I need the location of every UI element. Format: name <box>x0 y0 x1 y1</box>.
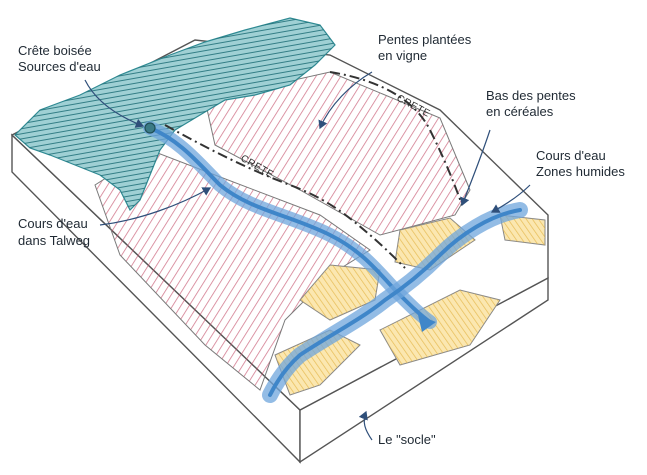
label-talweg-line1: Cours d'eau <box>18 216 88 231</box>
label-socle: Le "socle" <box>378 432 436 447</box>
label-talweg-line2: dans Talweg <box>18 233 90 248</box>
water-source-marker <box>145 123 155 133</box>
label-cereals-line1: Bas des pentes <box>486 88 576 103</box>
label-vines-line2: en vigne <box>378 48 427 63</box>
label-cereals-line2: en céréales <box>486 104 554 119</box>
label-forest-line2: Sources d'eau <box>18 59 101 74</box>
label-wet-line2: Zones humides <box>536 164 625 179</box>
label-wet-line1: Cours d'eau <box>536 148 606 163</box>
label-forest-line1: Crête boisée <box>18 43 92 58</box>
label-vines-line1: Pentes plantées <box>378 32 472 47</box>
